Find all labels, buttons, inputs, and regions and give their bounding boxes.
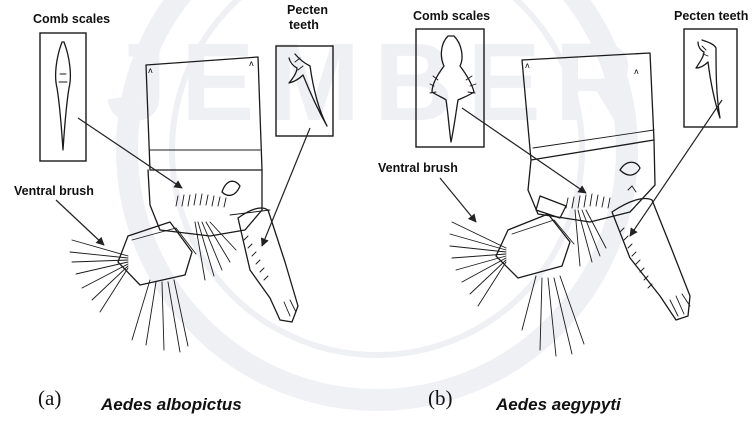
- ventral-brush-a: [70, 240, 128, 312]
- ventral-arrow-a: [56, 200, 104, 245]
- ventral-arrow-b: [440, 178, 476, 222]
- watermark-text: JEMBER: [106, 21, 648, 144]
- species-label-b: Aedes aegypyti: [495, 395, 622, 414]
- ventral-brush-label-a: Ventral brush: [14, 184, 94, 198]
- svg-text:ʌ: ʌ: [148, 66, 153, 75]
- comb-scale-drawing-a: [56, 42, 71, 150]
- svg-text:ʌ: ʌ: [525, 61, 530, 70]
- comb-scales-label-a: Comb scales: [33, 12, 110, 26]
- svg-text:ʌ: ʌ: [634, 67, 639, 76]
- panel-letter-b: (b): [428, 386, 453, 410]
- terminal-segment-a: [148, 170, 262, 236]
- svg-text:ʌ: ʌ: [249, 59, 254, 68]
- comb-scale-row-a: [176, 194, 226, 207]
- comb-scales-label-b: Comb scales: [413, 9, 490, 23]
- pecten-tooth-drawing-b: [696, 40, 720, 118]
- ventral-brush-b: [450, 222, 506, 306]
- panel-letter-a: (a): [38, 386, 61, 410]
- species-label-a: Aedes albopictus: [100, 395, 242, 414]
- ventral-brush-label-b: Ventral brush: [378, 161, 458, 175]
- pecten-label-a-line1: Pecten: [287, 3, 328, 17]
- pecten-arrow-a: [262, 128, 310, 246]
- pecten-label-b: Pecten teeth: [674, 9, 748, 23]
- pecten-label-a-line2: teeth: [289, 18, 319, 32]
